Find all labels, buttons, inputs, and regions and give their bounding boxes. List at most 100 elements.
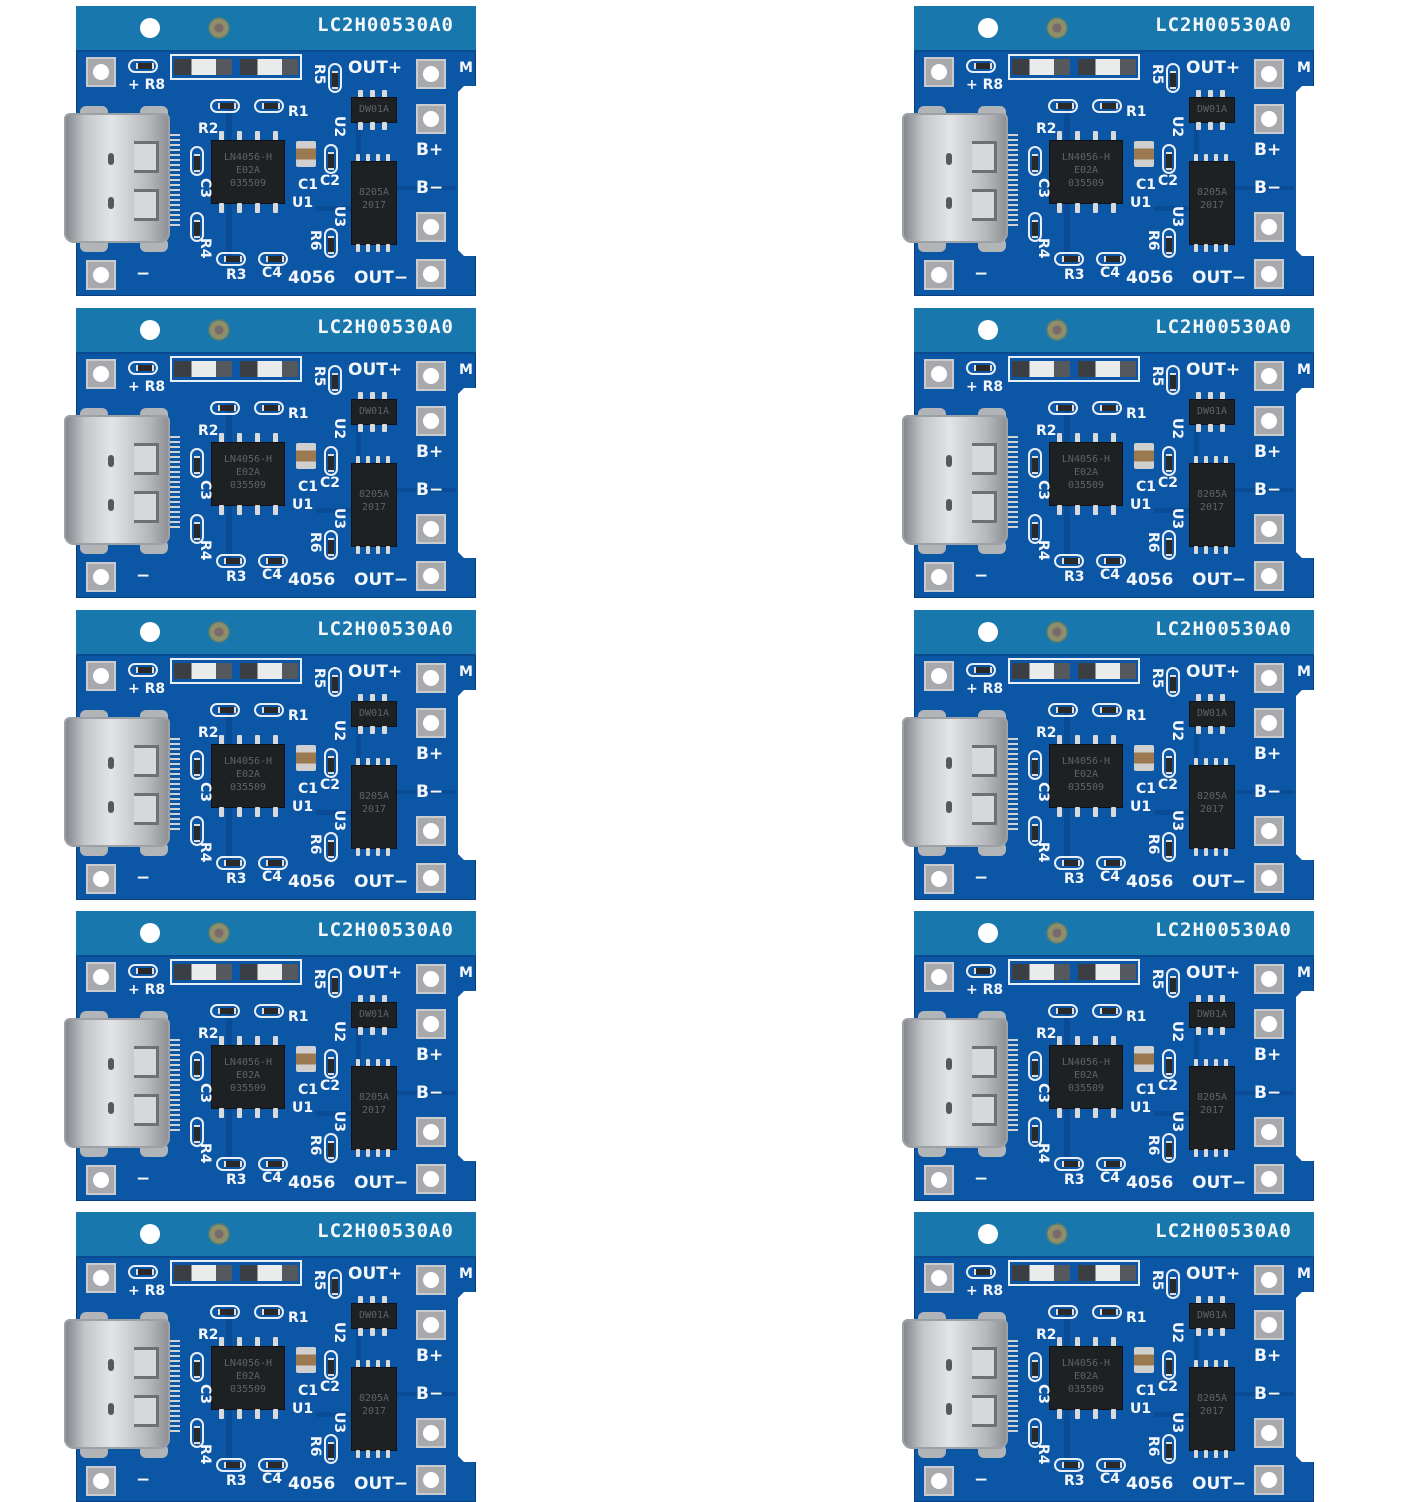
usb-c-rivet <box>946 757 952 769</box>
label-r6: R6 <box>307 834 323 855</box>
resistor-r3 <box>216 252 246 266</box>
resistor-r1 <box>254 1004 284 1018</box>
label-out-plus: OUT+ <box>1186 662 1241 682</box>
charging-led <box>1012 663 1070 679</box>
label-r5: R5 <box>1149 969 1165 990</box>
pad-plus <box>86 1263 116 1293</box>
label-c1: C1 <box>1136 479 1157 495</box>
u3-marking-line2: 2017 <box>1199 1105 1225 1116</box>
copper-trace <box>1234 790 1294 794</box>
usb-c-rivet <box>946 801 952 813</box>
charging-led <box>1012 361 1070 377</box>
pad-b-minus <box>1254 514 1284 544</box>
usb-c-pins <box>170 436 180 528</box>
label-u3: U3 <box>1169 1111 1185 1133</box>
usb-c-rivet <box>108 153 114 165</box>
usb-c-connector <box>902 113 1008 243</box>
resistor-r1 <box>1092 1004 1122 1018</box>
label-b-minus: B− <box>416 480 444 500</box>
label-model-4056: 4056 <box>288 1173 336 1193</box>
capacitor-c3 <box>190 1352 204 1382</box>
pcb-substrate: LC2H00530A0 LN40 <box>76 308 476 598</box>
usb-c-rivet <box>108 455 114 467</box>
label-b-plus: B+ <box>1254 140 1282 160</box>
label-c1: C1 <box>1136 781 1157 797</box>
label-b-minus: B− <box>1254 1083 1282 1103</box>
label-c4: C4 <box>262 1170 283 1186</box>
usb-c-slot <box>972 141 997 173</box>
u3-marking-line1: 8205A <box>358 1092 390 1103</box>
usb-c-slot <box>134 793 159 825</box>
label-out-minus: OUT− <box>1192 268 1247 288</box>
resistor-r3 <box>1054 554 1084 568</box>
capacitor-c4 <box>1096 1157 1126 1171</box>
label-c4: C4 <box>262 1471 283 1487</box>
usb-c-slot <box>972 793 997 825</box>
label-r1: R1 <box>288 1009 309 1025</box>
part-number: LC2H00530A0 <box>1155 919 1292 941</box>
label-out-plus: OUT+ <box>348 963 403 983</box>
u3-marking-line2: 2017 <box>361 1105 387 1116</box>
label-r3: R3 <box>1064 871 1085 887</box>
pad-out-minus <box>416 1164 446 1194</box>
pad-out-minus <box>416 863 446 893</box>
charger-ic-u1: LN4056-H E02A 035509 <box>212 1046 284 1108</box>
part-number: LC2H00530A0 <box>317 14 454 36</box>
copper-trace <box>1234 186 1294 190</box>
usb-c-rivet <box>108 1102 114 1114</box>
usb-c-slot <box>972 1347 997 1379</box>
usb-c-slot <box>972 1395 997 1427</box>
pad-b-minus <box>1254 1418 1284 1448</box>
capacitor-c1 <box>1134 1347 1154 1373</box>
capacitor-c4 <box>1096 554 1126 568</box>
resistor-r4 <box>1028 212 1042 242</box>
label-plus-r8: + R8 <box>128 379 166 395</box>
charging-led <box>174 361 232 377</box>
u3-marking-line1: 8205A <box>1196 791 1228 802</box>
mounting-hole <box>978 923 998 943</box>
resistor-r4 <box>1028 816 1042 846</box>
resistor-r2 <box>210 1305 240 1319</box>
resistor-r6 <box>324 1133 338 1163</box>
label-u1: U1 <box>1130 1401 1152 1417</box>
label-r2: R2 <box>1036 1327 1057 1343</box>
copper-trace <box>1154 810 1214 815</box>
pad-out-plus <box>1254 964 1284 994</box>
capacitor-c1 <box>296 1347 316 1373</box>
resistor-r5 <box>1166 1269 1180 1299</box>
pad-out-plus <box>1254 663 1284 693</box>
resistor-r4 <box>190 816 204 846</box>
charger-ic-u1: LN4056-H E02A 035509 <box>1050 745 1122 807</box>
label-c1: C1 <box>298 1383 319 1399</box>
pad-out-plus <box>416 361 446 391</box>
pad-plus <box>924 1263 954 1293</box>
usb-c-rivet <box>946 1058 952 1070</box>
label-r5: R5 <box>1149 668 1165 689</box>
copper-trace <box>396 186 456 190</box>
copper-trace <box>1194 408 1199 498</box>
pad-out-plus <box>416 964 446 994</box>
label-plus-r8: + R8 <box>966 77 1004 93</box>
pad-plus <box>86 962 116 992</box>
pad-out-plus <box>416 1265 446 1295</box>
label-c2: C2 <box>1158 1078 1179 1094</box>
label-r3: R3 <box>1064 267 1085 283</box>
label-r5: R5 <box>311 1270 327 1291</box>
status-led-frame <box>1008 658 1140 684</box>
label-c4: C4 <box>1100 265 1121 281</box>
u1-marking-line1: LN4056-H <box>1061 756 1111 767</box>
usb-c-slot <box>972 1094 997 1126</box>
capacitor-c4 <box>258 856 288 870</box>
label-r6: R6 <box>1145 834 1161 855</box>
resistor-r8 <box>966 663 996 677</box>
capacitor-c1 <box>296 745 316 771</box>
label-minus: − <box>136 264 151 284</box>
copper-trace <box>356 408 361 498</box>
resistor-r1 <box>1092 99 1122 113</box>
capacitor-c4 <box>258 1458 288 1472</box>
label-u2: U2 <box>1169 720 1185 742</box>
charger-board-8: LC2H00530A0 LN40 <box>902 911 1314 1201</box>
pad-b-minus <box>416 816 446 846</box>
label-b-minus: B− <box>1254 782 1282 802</box>
status-led-frame <box>1008 1260 1140 1286</box>
